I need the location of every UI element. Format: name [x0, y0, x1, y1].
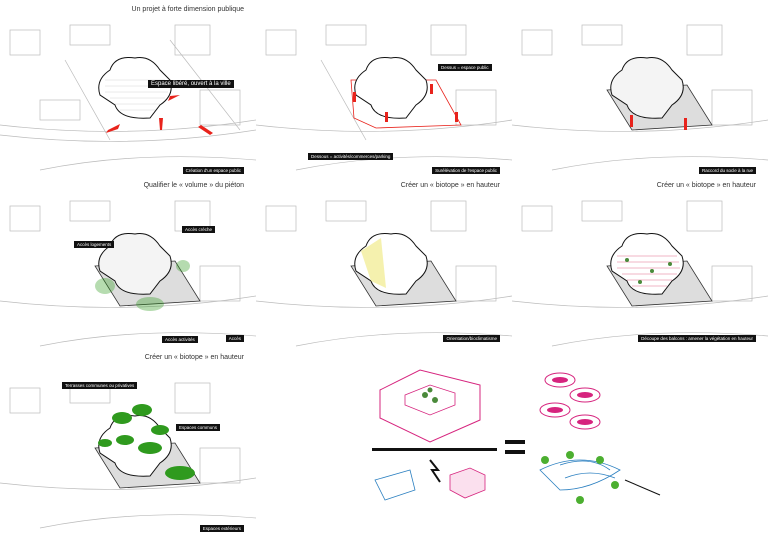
- panel-title: Créer un « biotope » en hauteur: [144, 354, 244, 361]
- panel-caption: Accès: [225, 335, 244, 342]
- panel-title: Un projet à forte dimension publique: [131, 6, 244, 13]
- panel-caption: Espaces extérieurs: [199, 525, 244, 532]
- panel-outdoor-spaces: Créer un « biotope » en hauteur Terrasse…: [0, 348, 256, 538]
- callout-label: Terrasses communes ou privatives: [62, 382, 138, 389]
- panel-street-connection: Raccord du socle à la rue: [512, 0, 768, 180]
- concept-diagram: [360, 360, 690, 530]
- site-plan-drawing: [256, 24, 512, 171]
- site-plan-drawing: [0, 24, 256, 171]
- callout-label: Dessus = espace public: [438, 64, 492, 71]
- site-plan-drawing: [256, 200, 512, 347]
- callout-label: Espace libéré, ouvert à la ville: [148, 80, 234, 88]
- panel-orientation: Créer un « biotope » en hauteur Orientat…: [256, 176, 512, 348]
- panel-pedestrian-access: Qualifier le « volume » du piéton Accès …: [0, 176, 256, 348]
- panel-caption: Orientation/bioclimatisme: [443, 335, 500, 342]
- callout-label: Accès activités: [162, 336, 198, 343]
- callout-label: Accès logements: [74, 241, 115, 248]
- concept-diagram-drawing: [372, 369, 661, 504]
- panel-caption: Surélévation de l'espace public: [432, 167, 500, 174]
- panel-caption: Création d'un espace public: [182, 167, 244, 174]
- panel-raised-public-space: Dessus = espace public Dessous = activit…: [256, 0, 512, 180]
- panel-title: Créer un « biotope » en hauteur: [656, 182, 756, 189]
- panel-public-space: Un projet à forte dimension publique Esp…: [0, 0, 256, 180]
- site-plan-drawing: [512, 24, 768, 171]
- panel-title: Créer un « biotope » en hauteur: [400, 182, 500, 189]
- site-plan-drawing: [512, 200, 768, 347]
- callout-label: Espaces communs: [176, 424, 221, 431]
- callout-label: Dessous = activités/commerces/parking: [308, 153, 394, 160]
- callout-label: Accès crèche: [182, 226, 216, 233]
- site-plan-drawing: [0, 382, 256, 529]
- site-plan-drawing: [0, 200, 256, 347]
- panel-title: Qualifier le « volume » du piéton: [143, 182, 244, 189]
- panel-balconies: Créer un « biotope » en hauteur Découpe …: [512, 176, 768, 348]
- panel-caption: Raccord du socle à la rue: [698, 167, 756, 174]
- panel-caption: Découpe des balcons : amener la végétati…: [638, 335, 756, 342]
